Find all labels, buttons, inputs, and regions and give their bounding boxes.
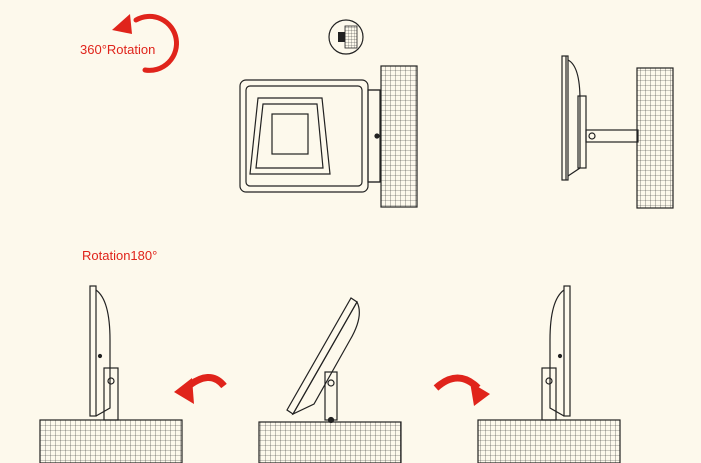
mount-detail-icon (328, 19, 364, 55)
rotation-180-label: Rotation180° (82, 248, 158, 263)
rotation-360-label: 360°Rotation (80, 42, 156, 57)
floodlight-side-view-top (561, 55, 674, 209)
curved-arrow-left-icon (174, 374, 227, 404)
rotate-counterclockwise-arrow-icon (112, 13, 179, 73)
floodlight-upright-left (39, 285, 183, 463)
curved-arrow-right-icon (433, 374, 490, 406)
floodlight-upright-right (477, 285, 621, 463)
floodlight-tilted-center (258, 297, 402, 463)
floodlight-front-view (239, 65, 418, 208)
